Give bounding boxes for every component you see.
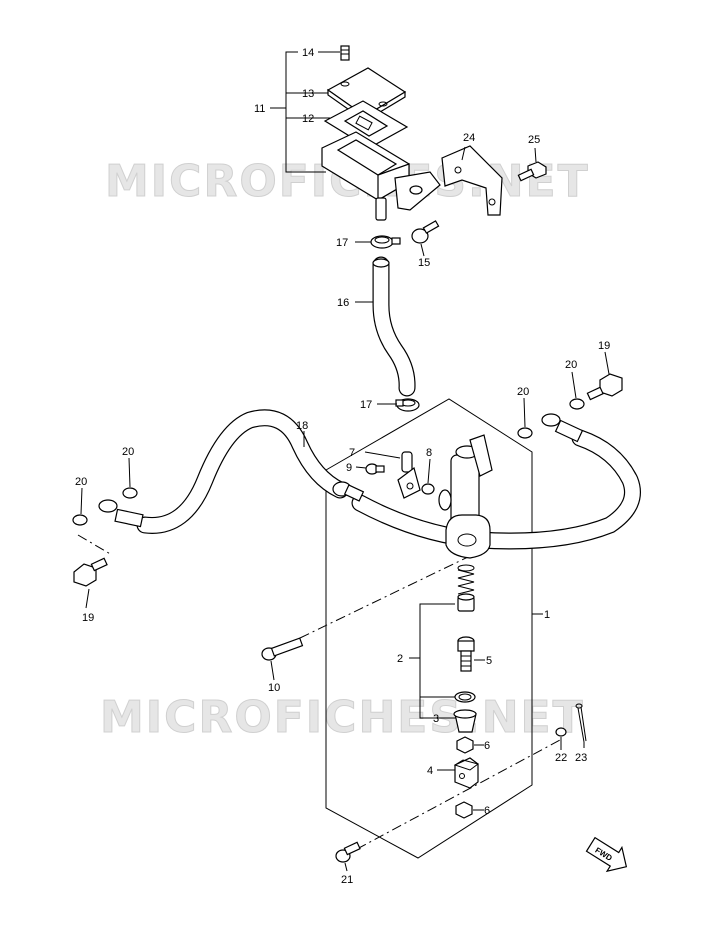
part-17-clamp-upper (370, 235, 401, 249)
callout-13: 13 (302, 88, 314, 100)
callout-11: 11 (254, 103, 265, 115)
align-line-21 (356, 739, 561, 850)
callout-22: 22 (555, 752, 567, 764)
callout-25: 25 (528, 134, 540, 146)
callout-21: 21 (341, 874, 353, 886)
callout-20-right-upper: 20 (565, 359, 577, 371)
part-21-clevis-pin (335, 841, 361, 863)
part-20-washer-c (517, 427, 533, 439)
callout-20-left-right: 20 (122, 446, 134, 458)
align-line-left (77, 534, 113, 556)
part-8-o-ring (421, 483, 435, 495)
callout-1: 1 (544, 609, 550, 621)
callout-17-lower: 17 (360, 399, 372, 411)
leader-lines (80, 51, 610, 872)
callout-labels: 14 13 11 12 24 25 17 15 16 17 19 20 20 1… (75, 47, 610, 886)
part-12-diaphragm (323, 100, 409, 149)
callout-16: 16 (337, 297, 349, 309)
callout-19-right: 19 (598, 340, 610, 352)
part-23-cotter-pin (575, 703, 587, 743)
part-6-nut-lower (455, 801, 473, 819)
callout-10: 10 (268, 682, 280, 694)
part-4-clevis (453, 757, 480, 789)
part-9-bolt (365, 463, 385, 475)
left-hose-fitting (98, 499, 144, 528)
callout-23: 23 (575, 752, 587, 764)
callout-17-upper: 17 (336, 237, 348, 249)
banjo-fitting (332, 481, 365, 502)
reservoir-group-bracket (270, 51, 330, 173)
callout-14: 14 (302, 47, 314, 59)
part-20-washer-d (569, 398, 585, 410)
callout-4: 4 (427, 765, 433, 777)
callout-18: 18 (296, 420, 308, 432)
part-25-bolt (517, 161, 547, 182)
callout-6-lower: 6 (484, 805, 490, 817)
spring (457, 564, 475, 595)
callout-20-right-lower: 20 (517, 386, 529, 398)
part-18-brake-hose (136, 409, 641, 550)
part-5-push-rod (457, 636, 475, 672)
part-15-screw (411, 220, 440, 244)
part-14-screw (340, 45, 350, 61)
part-2-kit-bracket (419, 603, 456, 719)
part-19-bolt-left (73, 557, 108, 587)
callout-7: 7 (349, 447, 355, 459)
part-19-bolt-right (586, 373, 623, 401)
part-20-washer-a (72, 514, 88, 526)
callout-15: 15 (418, 257, 430, 269)
callout-19-left: 19 (82, 612, 94, 624)
callout-3: 3 (433, 713, 439, 725)
callout-24: 24 (463, 132, 475, 144)
piston-cup (457, 593, 475, 612)
callout-9: 9 (346, 462, 352, 474)
assembly-box-outline (325, 398, 533, 859)
part-3-boot (453, 709, 477, 733)
callout-2: 2 (397, 653, 403, 665)
part-16-hose (372, 256, 416, 397)
part-10-screw (261, 637, 304, 661)
callout-8: 8 (426, 447, 432, 459)
part-6-nut-upper (456, 736, 474, 754)
snap-ring (454, 691, 476, 703)
part-1-master-cylinder-body (438, 434, 493, 559)
right-hose-fitting (541, 413, 584, 443)
part-17-clamp-lower (395, 398, 420, 412)
watermark-bottom: MICROFICHES.NET (100, 692, 585, 743)
align-line-10 (299, 555, 471, 639)
callout-12: 12 (302, 113, 314, 125)
fwd-direction-arrow: FWD (585, 836, 628, 873)
part-20-washer-b (122, 487, 138, 499)
part-7-hose-joint (397, 451, 421, 499)
callout-5: 5 (486, 655, 492, 667)
callout-20-left-left: 20 (75, 476, 87, 488)
part-22-washer (555, 727, 567, 737)
part-11-reservoir-body (321, 131, 441, 221)
callout-6-upper: 6 (484, 740, 490, 752)
part-24-bracket (441, 145, 503, 216)
